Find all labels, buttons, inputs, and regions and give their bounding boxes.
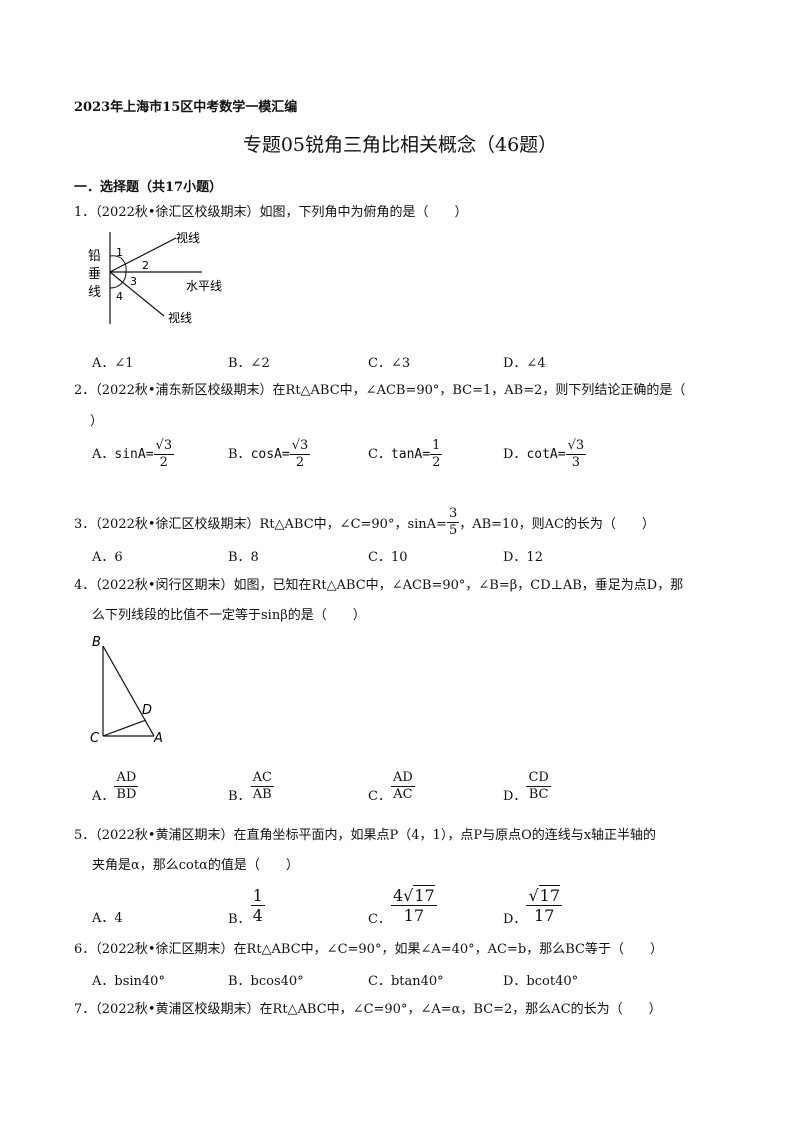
question-number: 3． [74, 517, 96, 532]
q5-c-denominator: 17 [403, 906, 424, 925]
q4-d-denominator: BC [528, 787, 549, 802]
question-number: 5． [74, 828, 96, 843]
q6-option-a: A．bsin40° [92, 974, 165, 989]
q5-b-numerator: 1 [250, 886, 265, 906]
question-7: 7．（2022秋•黄浦区校级期末）在Rt△ABC中，∠C=90°，∠A=α，BC… [74, 1000, 662, 1020]
document-title: 专题05锐角三角比相关概念（46题） [242, 134, 558, 156]
q3-numerator: 3 [446, 506, 460, 523]
angle-4-label: 4 [116, 290, 123, 303]
sight-line-top-label: 视线 [176, 230, 200, 245]
q1-option-b: B．∠2 [228, 356, 270, 371]
q1-option-d: D．∠4 [503, 356, 546, 371]
question-text: （2022秋•黄浦区校级期末）在Rt△ABC中，∠C=90°，∠A=α，BC=2… [95, 1002, 662, 1017]
q4-figure-right-triangle: B D C A [90, 635, 163, 745]
q2-c-numerator: 1 [430, 438, 443, 455]
q4-a-denominator: BD [116, 787, 137, 802]
question-text: （2022秋•闵行区期末）如图，已知在Rt△ABC中，∠ACB=90°，∠B=β… [95, 578, 684, 593]
q4-vertex-c: C [90, 731, 100, 745]
angle-2-label: 2 [142, 259, 149, 272]
sight-line-bottom-label: 视线 [168, 310, 192, 325]
q2-d-denominator: 3 [571, 455, 580, 470]
q4-vertex-d: D [142, 703, 152, 718]
question-5: 5．（2022秋•黄浦区期末）在直角坐标平面内，如果点P（4，1），点P与原点O… [74, 826, 656, 846]
question-5-continued: 夹角是α，那么cotα的值是（ ） [92, 858, 299, 873]
question-text: （2022秋•黄浦区期末）在直角坐标平面内，如果点P（4，1），点P与原点O的连… [95, 828, 657, 843]
question-number: 1． [74, 205, 96, 220]
q4-vertex-b: B [92, 635, 101, 650]
question-2: 2．（2022秋•浦东新区校级期末）在Rt△ABC中，∠ACB=90°，BC=1… [74, 381, 685, 401]
q4-c-numerator: AD [390, 770, 415, 787]
q1-label-vertical-2: 垂 [88, 267, 101, 282]
q1-option-a: A．∠1 [92, 356, 134, 371]
document-header: 2023年上海市15区中考数学一模汇编 [74, 100, 298, 115]
question-1: 1．（2022秋•徐汇区校级期末）如图，下列角中为俯角的是（ ） [74, 203, 468, 223]
question-number: 2． [74, 383, 96, 398]
q2-b-lhs: cosA= [250, 447, 290, 462]
q2-b-numerator: √3 [289, 438, 311, 455]
q6-option-c: C．btan40° [368, 974, 444, 989]
q3-option-d: D．12 [503, 550, 543, 565]
q3-option-c: C．10 [368, 550, 408, 565]
question-text-a: （2022秋•徐汇区校级期末）Rt△ABC中，∠C=90°，sinA= [95, 517, 447, 532]
q2-a-numerator: √3 [153, 438, 175, 455]
q5-option-a: A．4 [92, 911, 123, 926]
q5-d-denominator: 17 [534, 906, 555, 925]
q4-vertex-a: A [153, 731, 163, 745]
q4-b-numerator: AC [250, 770, 274, 787]
question-number: 4． [74, 578, 96, 593]
question-text: （2022秋•徐汇区校级期末）如图，下列角中为俯角的是（ ） [95, 205, 468, 220]
q4-a-numerator: AD [114, 770, 139, 787]
q1-label-vertical-1: 铅 [88, 249, 101, 264]
horizontal-line-label: 水平线 [186, 279, 222, 293]
q2-c-lhs: tanA= [390, 447, 431, 462]
question-text: （2022秋•徐汇区期末）在Rt△ABC中，∠C=90°，如果∠A=40°，AC… [95, 942, 663, 957]
q2-c-denominator: 2 [432, 455, 441, 470]
question-number: 7． [74, 1002, 96, 1017]
question-text-b: ，AB=10，则AC的长为（ ） [459, 517, 655, 532]
q6-option-b: B．bcos40° [228, 974, 304, 989]
q2-a-lhs: sinA= [114, 447, 154, 462]
q4-c-denominator: AC [393, 787, 413, 802]
q4-d-numerator: CD [526, 770, 551, 787]
q2-d-lhs: cotA= [526, 447, 566, 462]
q3-option-b: B．8 [228, 550, 259, 565]
q3-denominator: 5 [448, 523, 458, 538]
angle-1-label: 1 [116, 246, 123, 259]
q1-figure-sight-lines: 铅 垂 线 1 2 3 4 视线 水平线 视线 [88, 230, 222, 325]
q1-option-c: C．∠3 [368, 356, 411, 371]
question-text: （2022秋•浦东新区校级期末）在Rt△ABC中，∠ACB=90°，BC=1，A… [95, 383, 686, 398]
question-2-continued: ） [90, 414, 104, 429]
angle-3-label: 3 [130, 275, 137, 288]
question-4-continued: 么下列线段的比值不一定等于sinβ的是（ ） [92, 608, 366, 623]
q5-d-numerator: √17 [526, 885, 562, 906]
question-6: 6．（2022秋•徐汇区期末）在Rt△ABC中，∠C=90°，如果∠A=40°，… [74, 940, 663, 960]
q4-b-denominator: AB [252, 787, 272, 802]
question-number: 6． [74, 942, 96, 957]
q2-a-denominator: 2 [159, 455, 168, 470]
q2-d-numerator: √3 [565, 438, 587, 455]
q3-option-a: A．6 [92, 550, 123, 565]
q5-b-denominator: 4 [252, 906, 263, 925]
question-4: 4．（2022秋•闵行区期末）如图，已知在Rt△ABC中，∠ACB=90°，∠B… [74, 576, 683, 596]
q1-label-vertical-3: 线 [88, 285, 101, 300]
q5-c-numerator: 4√17 [390, 885, 437, 906]
section-heading: 一．选择题（共17小题） [74, 180, 223, 195]
q2-b-denominator: 2 [295, 455, 305, 470]
q6-option-d: D．bcot40° [503, 974, 579, 989]
